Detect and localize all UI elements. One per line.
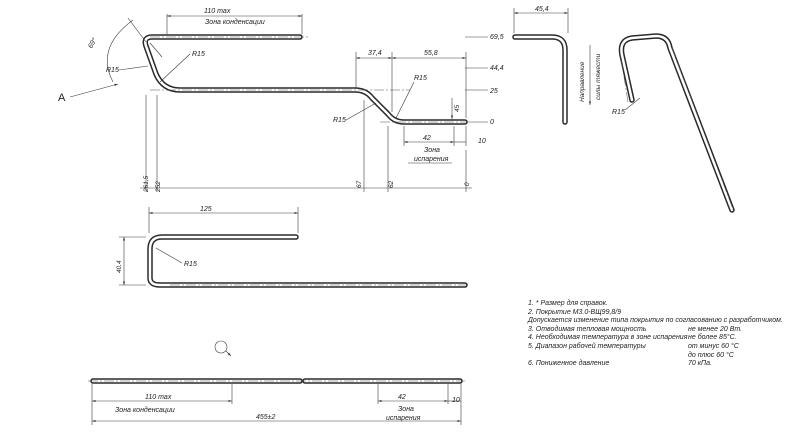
note-2: 2. Покрытие М3.0-ВЩ99,8/9 [528, 308, 622, 316]
technical-notes: 1. * Размер для справок. 2. Покрытие М3.… [528, 300, 788, 369]
dim-40-4: 40,4 [116, 260, 123, 273]
top-view-r15: R15 [184, 261, 197, 268]
pos-252: 252 [155, 181, 162, 193]
note-6: 6. Пониженное давление 70 кПа. [528, 360, 788, 369]
bottom-view: 110 max Зона конденсации 42 10 Зона испа… [88, 378, 465, 425]
level-69-5: 69,5 [490, 34, 504, 41]
gravity-label-line2: силы тяжести [595, 53, 602, 100]
note-3-label: 3. Отводимая тепловая мощность [528, 325, 647, 333]
zone-evaporation-line2: испарения [414, 156, 449, 163]
note-3: 3. Отводимая тепловая мощность не менее … [528, 326, 788, 335]
radius-r15-left: R15 [106, 67, 119, 74]
dim-45: 45 [454, 104, 461, 112]
dim-37-4: 37,4 [368, 50, 382, 57]
note-5-value-a: от минус 60 °С [688, 342, 739, 350]
note-5b: до плюс 60 °С [528, 352, 788, 361]
pos-0: 0 [464, 182, 471, 186]
note-1: 1. * Размер для справок. [528, 300, 608, 307]
bottom-dim-total: 455±2 [256, 414, 276, 421]
bottom-dim-110-max: 110 max [145, 394, 172, 401]
pos-62: 62 [388, 180, 395, 188]
pos-67: 67 [356, 180, 363, 188]
dim-10: 10 [478, 138, 486, 145]
side-view-tube [512, 34, 568, 125]
note-4-label: 4. Необходимая температура в зоне испаре… [528, 334, 688, 342]
note-6-label: 6. Пониженное давление [528, 360, 610, 368]
level-0: 0 [490, 119, 494, 126]
zone-condensation-label: Зона конденсации [205, 18, 265, 26]
bottom-zone-condensation: Зона конденсации [115, 406, 175, 414]
zone-evaporation-line1: Зона [424, 147, 440, 154]
radius-r15-mid: R15 [333, 117, 346, 124]
rotation-symbol [214, 340, 232, 357]
level-44-4: 44,4 [490, 65, 504, 72]
note-5-value-b: до плюс 60 °С [688, 351, 734, 359]
bottom-dim-42: 42 [398, 394, 406, 401]
dim-42: 42 [423, 135, 431, 142]
top-view-tube [147, 234, 468, 288]
view-a-label: A [58, 92, 66, 104]
level-25: 25 [489, 88, 498, 95]
bottom-zone-evap-line2: испарения [386, 415, 421, 422]
bottom-zone-evap-line1: Зона [398, 406, 414, 413]
radius-r15-top: R15 [192, 51, 205, 58]
gravity-label-line1: Направление [579, 61, 586, 102]
note-5-label: 5. Диапазон рабочей температуры [528, 342, 646, 350]
note-6-value: 70 кПа. [688, 360, 712, 368]
dim-55-8: 55,8 [424, 50, 438, 57]
radius-r15-right: R15 [414, 75, 427, 82]
note-3-value: не менее 20 Вт. [688, 325, 743, 333]
pos-261-5: 261,5 [143, 175, 150, 193]
bottom-dim-10: 10 [452, 397, 460, 404]
front-view: 110 max Зона конденсации 69° A R15 R15 R… [58, 8, 504, 193]
note-4: 4. Необходимая температура в зоне испаре… [528, 334, 788, 343]
note-4-value: не более 85°С. [688, 334, 737, 342]
note-5: 5. Диапазон рабочей температуры от минус… [528, 343, 788, 352]
note-2b: Допускается изменение типа покрытия по с… [528, 317, 783, 325]
angle-69-label: 69° [86, 36, 98, 49]
dim-45-4: 45,4 [535, 6, 549, 13]
iso-view: R15 [612, 33, 735, 213]
iso-radius-r15: R15 [612, 109, 625, 116]
top-view: 125 40,4 R15 [116, 206, 470, 288]
dim-125: 125 [200, 206, 212, 213]
dim-110-max: 110 max [204, 8, 231, 15]
side-view: 45,4 Направление силы тяжести [512, 6, 602, 125]
